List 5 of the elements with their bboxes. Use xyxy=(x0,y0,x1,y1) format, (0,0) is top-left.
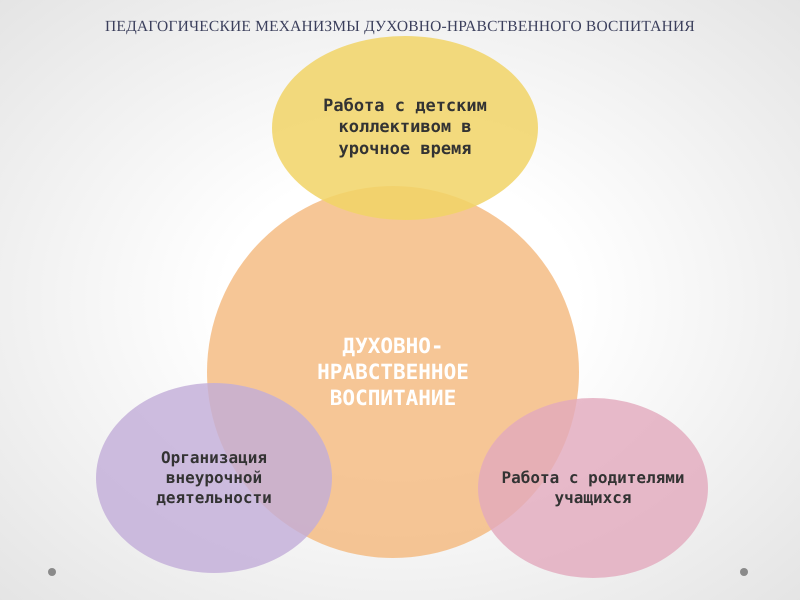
slide-title: ПЕДАГОГИЧЕСКИЕ МЕХАНИЗМЫ ДУХОВНО-НРАВСТВЕННОГО ВОСПИТАНИЯ xyxy=(104,18,696,36)
mechanism-label: Работа с детским коллективом в урочное время xyxy=(322,96,488,160)
mechanism-label: Организация внеурочной деятельности xyxy=(155,448,273,508)
mechanism-label: Работа с родителями учащихся xyxy=(500,468,686,508)
center-label: ДУХОВНО-НРАВСТВЕННОЕ ВОСПИТАНИЕ xyxy=(316,332,470,412)
